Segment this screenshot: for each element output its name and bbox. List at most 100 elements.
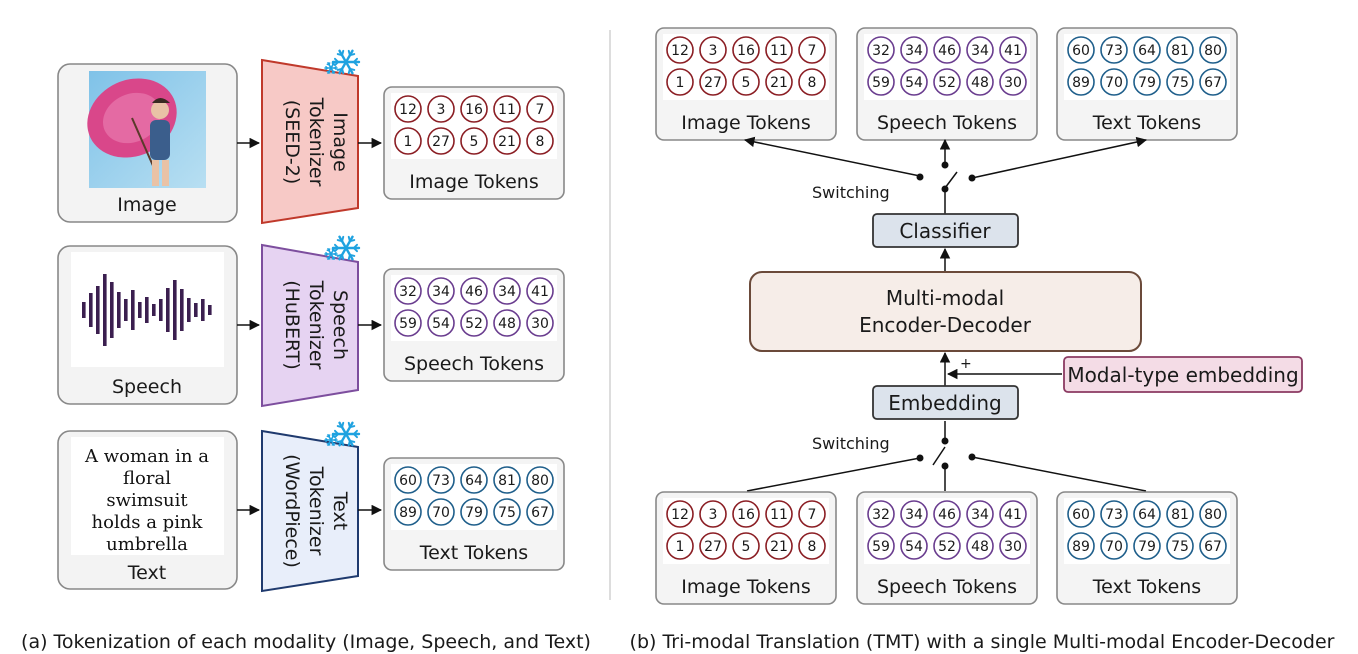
token-value: 7 bbox=[808, 43, 817, 59]
token-value: 7 bbox=[808, 507, 817, 523]
token-circle bbox=[1166, 36, 1194, 64]
token-circle bbox=[933, 36, 961, 64]
token-value: 73 bbox=[432, 473, 450, 489]
token-circle bbox=[699, 36, 727, 64]
image-input-label: Image bbox=[117, 194, 177, 216]
waveform-bar bbox=[138, 302, 142, 318]
token-circle bbox=[900, 532, 928, 560]
tokens-label: Text Tokens bbox=[419, 542, 528, 564]
waveform-bar bbox=[201, 299, 205, 321]
token-value: 80 bbox=[1204, 507, 1222, 523]
token-value: 34 bbox=[432, 284, 450, 300]
token-circle bbox=[765, 500, 793, 528]
token-value: 16 bbox=[465, 102, 483, 118]
token-value: 59 bbox=[399, 316, 417, 332]
token-value: 46 bbox=[938, 507, 956, 523]
bottom-switch bbox=[746, 421, 1147, 492]
classifier-label: Classifier bbox=[899, 219, 991, 243]
token-circle bbox=[867, 532, 895, 560]
token-value: 59 bbox=[872, 539, 890, 555]
token-value: 27 bbox=[432, 134, 450, 150]
token-value: 3 bbox=[437, 102, 446, 118]
token-circle bbox=[427, 277, 455, 305]
plus-sign: + bbox=[960, 356, 972, 372]
token-value: 73 bbox=[1105, 507, 1123, 523]
token-value: 32 bbox=[872, 507, 890, 523]
token-value: 1 bbox=[404, 134, 413, 150]
token-value: 12 bbox=[671, 507, 689, 523]
token-value: 80 bbox=[1204, 43, 1222, 59]
waveform-bar bbox=[166, 288, 170, 332]
token-circle bbox=[427, 127, 455, 155]
token-circle bbox=[699, 532, 727, 560]
token-circle bbox=[493, 277, 521, 305]
token-circle bbox=[1100, 532, 1128, 560]
token-circle bbox=[732, 68, 760, 96]
token-value: 32 bbox=[399, 284, 417, 300]
token-value: 27 bbox=[704, 539, 722, 555]
token-value: 60 bbox=[1072, 507, 1090, 523]
token-circle bbox=[966, 532, 994, 560]
token-circle bbox=[1166, 532, 1194, 560]
token-value: 11 bbox=[770, 43, 788, 59]
token-value: 75 bbox=[498, 505, 516, 521]
token-circle bbox=[999, 532, 1027, 560]
encoder-decoder-box: Multi-modal Encoder-Decoder bbox=[749, 271, 1142, 352]
tokens-label: Text Tokens bbox=[1092, 576, 1201, 598]
text-tokenizer-line-1: Text bbox=[329, 491, 351, 530]
token-circle bbox=[798, 68, 826, 96]
text-sample-line-4: holds a pink bbox=[92, 512, 204, 533]
text-sample-line-5: umbrella bbox=[106, 534, 188, 555]
token-circle bbox=[966, 36, 994, 64]
waveform-bar bbox=[82, 302, 86, 318]
token-value: 81 bbox=[1171, 507, 1189, 523]
speech-waveform bbox=[82, 274, 212, 346]
tokens-label: Speech Tokens bbox=[877, 576, 1017, 598]
token-circle bbox=[493, 466, 521, 494]
right-caption: (b) Tri-modal Translation (TMT) with a s… bbox=[630, 631, 1335, 653]
token-value: 30 bbox=[531, 316, 549, 332]
token-value: 64 bbox=[1138, 507, 1156, 523]
token-value: 7 bbox=[536, 102, 545, 118]
token-circle bbox=[1067, 68, 1095, 96]
token-circle bbox=[798, 36, 826, 64]
token-value: 80 bbox=[531, 473, 549, 489]
text-sample-line-2: floral bbox=[123, 468, 171, 489]
token-circle bbox=[666, 532, 694, 560]
token-circle bbox=[1067, 532, 1095, 560]
image-tokenizer: Image Tokenizer (SEED-2) bbox=[261, 58, 359, 225]
token-circle bbox=[526, 277, 554, 305]
waveform-bar bbox=[180, 289, 184, 331]
token-value: 70 bbox=[1105, 75, 1123, 91]
token-circle bbox=[798, 500, 826, 528]
waveform-bar bbox=[117, 292, 121, 328]
token-circle bbox=[1133, 68, 1161, 96]
token-circle bbox=[493, 127, 521, 155]
token-value: 3 bbox=[709, 507, 718, 523]
waveform-bar bbox=[89, 293, 93, 327]
token-value: 67 bbox=[1204, 539, 1222, 555]
token-value: 1 bbox=[676, 539, 685, 555]
token-circle bbox=[394, 309, 422, 337]
token-circle bbox=[867, 36, 895, 64]
embedding-box: Embedding bbox=[872, 385, 1019, 420]
token-circle bbox=[699, 68, 727, 96]
token-value: 60 bbox=[399, 473, 417, 489]
token-value: 41 bbox=[1004, 507, 1022, 523]
image-tokenizer-line-2: Tokenizer bbox=[305, 97, 327, 187]
token-circle bbox=[966, 500, 994, 528]
token-value: 11 bbox=[498, 102, 516, 118]
token-value: 21 bbox=[770, 539, 788, 555]
encdec-line-1: Multi-modal bbox=[886, 286, 1004, 310]
speech-tokenizer-line-2: Tokenizer bbox=[305, 280, 327, 370]
waveform-bar bbox=[173, 280, 177, 340]
token-value: 8 bbox=[808, 75, 817, 91]
embedding-label: Embedding bbox=[888, 391, 1001, 415]
token-circle bbox=[394, 95, 422, 123]
